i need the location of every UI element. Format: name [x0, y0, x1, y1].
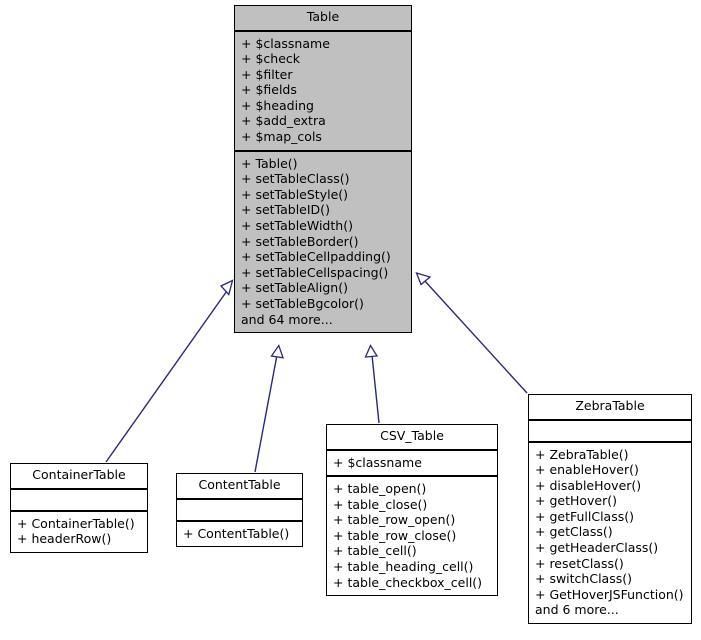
attributes-compartment-containertable — [11, 490, 147, 510]
method: + Table() — [241, 155, 298, 171]
method: + headerRow() — [17, 531, 112, 547]
method: + table_row_open() — [333, 512, 456, 528]
method: + table_heading_cell() — [333, 559, 474, 575]
divider — [11, 509, 147, 512]
divider — [327, 448, 497, 451]
divider — [11, 487, 147, 490]
uml-class-table[interactable]: Table + $classname + $check + $filter + … — [234, 5, 412, 334]
attributes-compartment-zebratable — [529, 421, 691, 441]
uml-class-zebratable[interactable]: ZebraTable + ZebraTable() + enableHover(… — [528, 394, 692, 625]
method: + getHeaderClass() — [535, 540, 659, 556]
uml-class-csvtable[interactable]: CSV_Table + $classname + table_open() + … — [326, 424, 498, 597]
method: + setTableClass() — [241, 171, 350, 187]
class-title-contenttable: ContentTable — [198, 477, 281, 492]
method: + setTableID() — [241, 202, 330, 218]
divider — [235, 29, 411, 32]
methods-compartment-table: + Table() + setTableClass() + setTableSt… — [235, 152, 411, 333]
attributes-compartment-contenttable — [177, 500, 302, 520]
attribute: + $add_extra — [241, 113, 326, 129]
edge-contenttable-to-table — [254, 344, 284, 473]
method: + setTableCellpadding() — [241, 249, 391, 265]
more-members-label: and 6 more... — [535, 602, 619, 618]
divider — [529, 440, 691, 443]
method: + setTableCellspacing() — [241, 264, 389, 280]
class-title-table: Table — [306, 9, 340, 24]
edge-containertable-to-table — [105, 279, 234, 463]
class-title-containertable: ContainerTable — [32, 467, 126, 482]
method: + getHover() — [535, 493, 618, 509]
method: + setTableStyle() — [241, 186, 349, 202]
methods-compartment-zebratable: + ZebraTable() + enableHover() + disable… — [529, 443, 691, 624]
method: + table_close() — [333, 496, 428, 512]
class-title-zebratable: ZebraTable — [575, 398, 645, 413]
attributes-compartment-csvtable: + $classname — [327, 451, 497, 476]
divider — [529, 418, 691, 421]
method: + getFullClass() — [535, 508, 634, 524]
method: + ContainerTable() — [17, 515, 135, 531]
attribute: + $classname — [241, 35, 330, 51]
divider — [327, 475, 497, 478]
method: + resetClass() — [535, 555, 624, 571]
class-title-csvtable: CSV_Table — [380, 428, 444, 443]
edge-csvtable-to-table — [364, 344, 380, 424]
method: + getClass() — [535, 524, 613, 540]
method: + enableHover() — [535, 462, 639, 478]
attribute: + $map_cols — [241, 129, 322, 145]
attribute: + $classname — [333, 454, 422, 470]
methods-compartment-containertable: + ContainerTable() + headerRow() — [11, 512, 147, 552]
method: + setTableBorder() — [241, 233, 359, 249]
method: + ZebraTable() — [535, 446, 629, 462]
divider — [235, 149, 411, 152]
methods-compartment-contenttable: + ContentTable() — [177, 522, 302, 547]
method: + GetHoverJSFunction() — [535, 586, 684, 602]
method: + table_open() — [333, 481, 427, 497]
method: + ContentTable() — [183, 525, 290, 541]
more-members-label: and 64 more... — [241, 311, 333, 327]
method: + table_checkbox_cell() — [333, 574, 483, 590]
attribute: + $fields — [241, 82, 297, 98]
method: + setTableBgcolor() — [241, 296, 364, 311]
divider — [177, 497, 302, 500]
method: + disableHover() — [535, 477, 642, 493]
method: + switchClass() — [535, 571, 632, 587]
method: + setTableAlign() — [241, 280, 348, 296]
uml-class-contenttable[interactable]: ContentTable + ContentTable() — [176, 473, 303, 548]
attribute: + $heading — [241, 97, 314, 113]
method: + table_cell() — [333, 543, 417, 559]
edge-zebratable-to-table — [415, 271, 528, 394]
attributes-compartment-table: + $classname + $check + $filter + $field… — [235, 32, 411, 150]
method: + table_row_close() — [333, 527, 457, 543]
attribute: + $check — [241, 51, 300, 67]
attribute: + $filter — [241, 66, 293, 82]
methods-compartment-csvtable: + table_open() + table_close() + table_r… — [327, 477, 497, 595]
divider — [177, 519, 302, 522]
method: + setTableWidth() — [241, 218, 353, 234]
uml-class-containertable[interactable]: ContainerTable + ContainerTable() + head… — [10, 463, 148, 553]
